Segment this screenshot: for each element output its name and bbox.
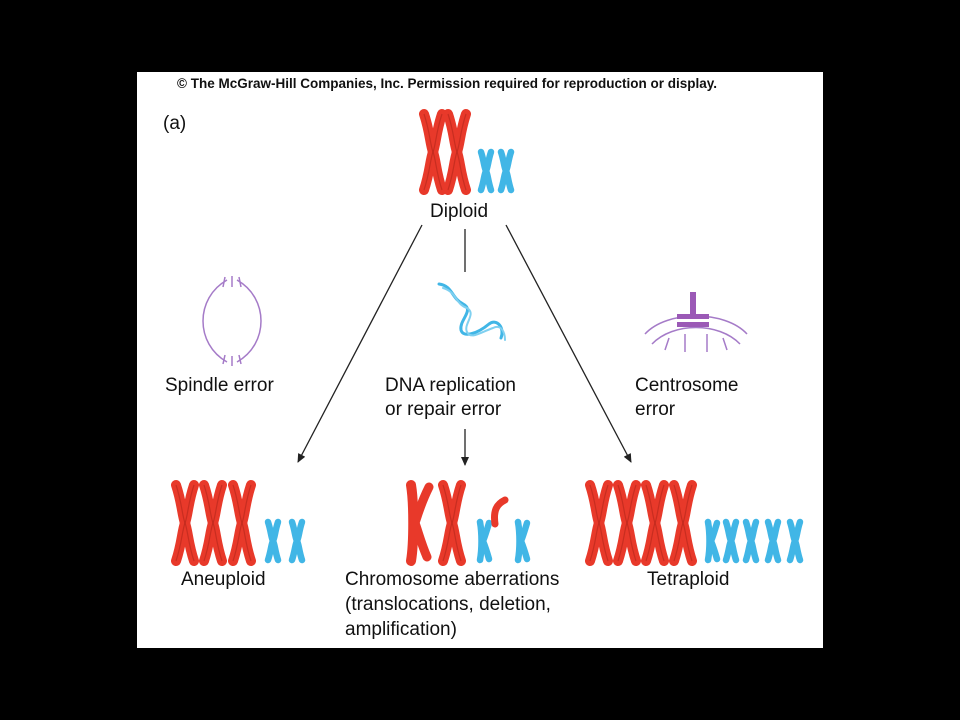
- aberration-chromosomes: [411, 485, 527, 561]
- diploid-chromosomes: [424, 114, 511, 190]
- tetraploid-label: Tetraploid: [647, 569, 730, 590]
- copyright-notice: © The McGraw-Hill Companies, Inc. Permis…: [177, 76, 718, 91]
- arrow-to-tetraploid: [505, 224, 632, 463]
- diagram-graphics: [137, 72, 823, 648]
- diploid-label: Diploid: [430, 201, 489, 222]
- aberrations-label-line2: (translocations, deletion,: [345, 594, 551, 615]
- aneuploid-label: Aneuploid: [181, 569, 266, 590]
- dna-error-label-line1: DNA replication: [385, 375, 516, 396]
- aberrations-label-line1: Chromosome aberrations: [345, 569, 560, 590]
- figure-panel: © The McGraw-Hill Companies, Inc. Permis…: [137, 72, 823, 648]
- spindle-error-label: Spindle error: [165, 375, 274, 396]
- centrosome-error-label-line1: Centrosome: [635, 375, 739, 396]
- aneuploid-chromosomes: [176, 485, 302, 561]
- dna-error-label-line2: or repair error: [385, 399, 502, 420]
- centrosome-error-label-line2: error: [635, 399, 676, 420]
- centrosome-icon: [644, 292, 748, 352]
- arrow-to-aneuploid: [297, 224, 423, 463]
- panel-label: (a): [163, 113, 187, 134]
- dna-strand-icon: [437, 282, 506, 341]
- aberrations-label-line3: amplification): [345, 619, 457, 640]
- tetraploid-chromosomes: [590, 485, 800, 561]
- spindle-icon: [202, 276, 262, 366]
